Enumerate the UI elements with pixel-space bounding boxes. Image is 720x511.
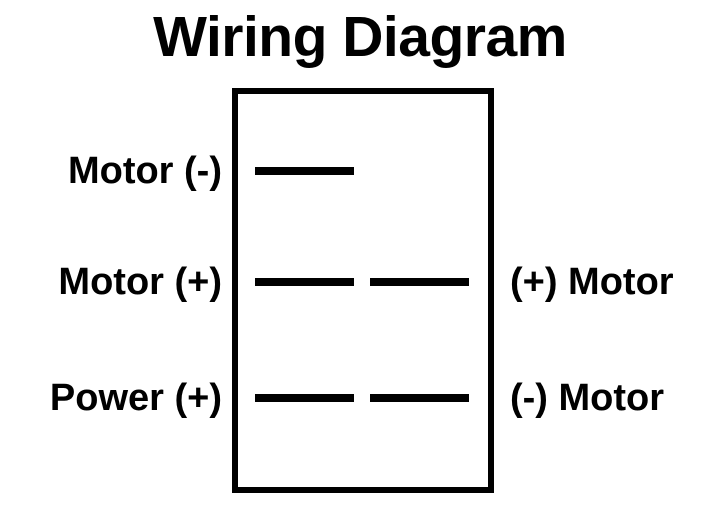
- contact-bar-row3-left: [255, 394, 354, 402]
- contact-bar-row3-right: [370, 394, 469, 402]
- contact-bar-row2-right: [370, 278, 469, 286]
- switch-body-outline: [232, 88, 494, 493]
- terminal-label-left-1: Motor (-): [67, 150, 222, 192]
- terminal-row: Motor (+) (+) Motor: [0, 259, 720, 305]
- terminal-label-left-2: Motor (+): [58, 261, 222, 303]
- terminal-label-left-3: Power (+): [49, 377, 222, 419]
- terminal-row: Power (+) (-) Motor: [0, 375, 720, 421]
- terminal-label-right-3: (-) Motor: [510, 377, 665, 419]
- terminal-label-right-2: (+) Motor: [510, 261, 674, 303]
- page-title: Wiring Diagram: [153, 5, 567, 69]
- contact-bar-row2-left: [255, 278, 354, 286]
- contact-bar-row1-left: [255, 167, 354, 175]
- terminal-row: Motor (-): [0, 148, 720, 194]
